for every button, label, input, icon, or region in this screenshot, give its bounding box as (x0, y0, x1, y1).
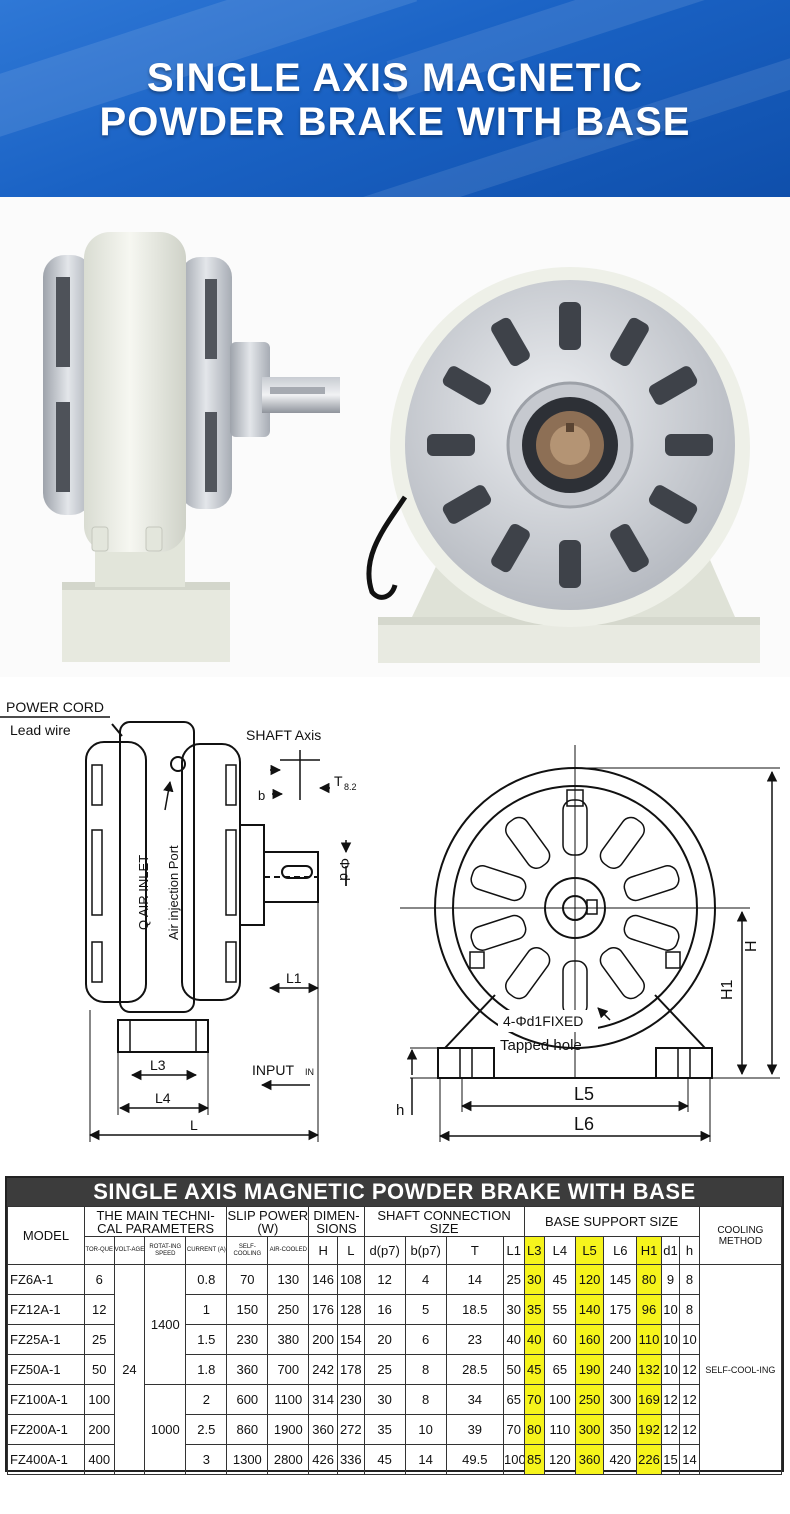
header-air-cooled: AIR-COOLED (267, 1236, 310, 1265)
table-row: FZ100A-1 100 1000 2 600 1100 314 230 30 … (7, 1384, 782, 1475)
voltage-cell: 24 (113, 1264, 146, 1475)
table-row: FZ25A-1 25 1.5 230 380 200 154 20 6 23 4… (7, 1324, 782, 1355)
header-col-l3: L3 (523, 1236, 545, 1265)
side-view-drawing (0, 716, 352, 1142)
table-row: FZ6A-1 6 24 1400 0.8 70 130 146 108 12 4… (7, 1264, 783, 1475)
header-col-h-small: h (679, 1236, 700, 1265)
air-inlet-label: Q AIR INLET (136, 855, 151, 930)
speed-cell-a: 1400 (144, 1264, 187, 1385)
header-self-cooling: SELF-COOLING (226, 1236, 269, 1265)
header-rotating-speed: ROTAT-ING SPEED (144, 1236, 187, 1265)
tapped-hole-label: Tapped hole (500, 1037, 582, 1054)
h-small-label: h (396, 1102, 404, 1119)
table-row: FZ400A-1 400 3 1300 2800 426 336 45 14 4… (7, 1444, 782, 1475)
header-slip-power: SLIP POWER (W) (226, 1206, 310, 1237)
l3-label: L3 (150, 1057, 166, 1073)
header-col-l1: L1 (503, 1236, 525, 1265)
spec-table-title: SINGLE AXIS MAGNETIC POWDER BRAKE WITH B… (7, 1178, 782, 1206)
header-dimensions: DIMEN-SIONS (308, 1206, 365, 1237)
l6-label: L6 (574, 1114, 594, 1134)
speed-cell-b: 1000 (144, 1384, 187, 1475)
front-view-drawing (400, 745, 780, 1142)
spec-table: MODEL THE MAIN TECHNI-CAL PARAMETERS SLI… (7, 1206, 783, 1475)
header-col-h1: H1 (636, 1236, 662, 1265)
power-cord-label: POWER CORD (6, 699, 104, 715)
title-banner: SINGLE AXIS MAGNETIC POWDER BRAKE WITH B… (0, 0, 790, 197)
technical-drawings: POWER CORD Lead wire Q AIR INLET Air inj… (0, 690, 790, 1160)
header-current: CURRENT (A) (185, 1236, 228, 1265)
air-port-label: Air injection Port (166, 845, 181, 940)
header-cooling: COOLING METHOD (698, 1206, 783, 1265)
phi-d-label: Φ d (337, 858, 353, 881)
table-row: FZ200A-1 200 2.5 860 1900 360 272 35 10 … (7, 1414, 782, 1445)
side-photo (43, 232, 340, 662)
b-label: b (258, 788, 265, 803)
header-torque: TOR-QUE (83, 1236, 115, 1265)
header-col-d: d(p7) (363, 1236, 406, 1265)
header-col-l6: L6 (603, 1236, 638, 1265)
lead-wire-label: Lead wire (10, 722, 71, 738)
header-col-d1: d1 (660, 1236, 681, 1265)
banner-title-line-2: POWDER BRAKE WITH BASE (99, 100, 691, 144)
t-label: T (334, 773, 343, 789)
l-label: L (190, 1117, 198, 1133)
l5-label: L5 (574, 1084, 594, 1104)
header-col-l: L (336, 1236, 365, 1265)
header-col-b: b(p7) (404, 1236, 447, 1265)
header-col-t: T (445, 1236, 505, 1265)
h-label: H (743, 940, 760, 952)
l4-label: L4 (155, 1090, 171, 1106)
table-row: FZ50A-1 50 1.8 360 700 242 178 25 8 28.5… (7, 1354, 782, 1385)
header-col-l4: L4 (543, 1236, 576, 1265)
input-label: INPUT (252, 1062, 294, 1078)
header-col-h: H (308, 1236, 338, 1265)
product-photos (0, 197, 790, 677)
header-model: MODEL (7, 1206, 85, 1265)
banner-title-line-1: SINGLE AXIS MAGNETIC (146, 56, 644, 100)
l1-label: L1 (286, 970, 302, 986)
h1-label: H1 (719, 979, 736, 1000)
header-main-params: THE MAIN TECHNI-CAL PARAMETERS (83, 1206, 228, 1237)
fixed-hole-label: 4-Φd1FIXED (503, 1013, 583, 1029)
front-photo (366, 267, 760, 663)
header-voltage: VOLT-AGE (113, 1236, 146, 1265)
cooling-cell: SELF-COOL-ING (698, 1264, 783, 1475)
table-row: FZ12A-1 12 1 150 250 176 128 16 5 18.5 3… (7, 1294, 782, 1325)
header-col-l5: L5 (574, 1236, 605, 1265)
header-base: BASE SUPPORT SIZE (523, 1206, 700, 1237)
t-sub-label: 8.2 (344, 782, 357, 792)
spec-table-panel: SINGLE AXIS MAGNETIC POWDER BRAKE WITH B… (5, 1176, 784, 1475)
header-shaft: SHAFT CONNECTION SIZE (363, 1206, 525, 1237)
input-sub-label: IN (305, 1067, 314, 1077)
shaft-axis-label: SHAFT Axis (246, 727, 321, 743)
